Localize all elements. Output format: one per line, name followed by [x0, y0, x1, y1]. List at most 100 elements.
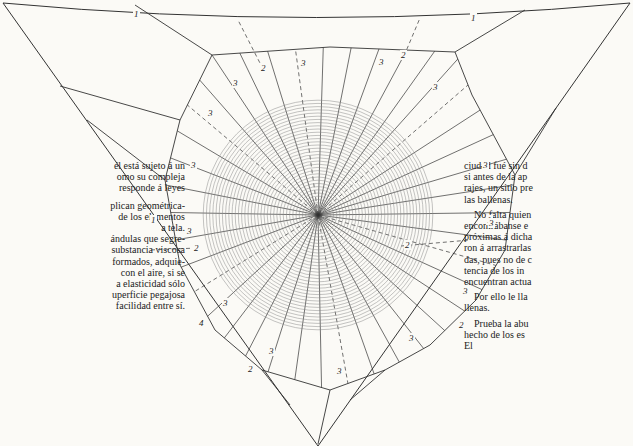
callout-number: 2 — [193, 243, 200, 253]
body-text-line: substancia viscosa — [111, 244, 185, 255]
callout-number: 3 — [190, 160, 197, 170]
callout-number: 1 — [470, 13, 477, 23]
spiral-ring — [206, 103, 429, 326]
callout-number: 3 — [336, 366, 343, 376]
spiral-ring — [293, 190, 343, 240]
spiral-ring — [274, 171, 363, 260]
body-text-line: próximas á dicha — [464, 231, 532, 242]
spiral-ring — [309, 206, 327, 224]
spiral-ring — [296, 193, 340, 237]
spiral-ring — [302, 199, 333, 230]
callout-number: 3 — [268, 346, 275, 356]
body-text-line: llenas. — [464, 302, 490, 313]
spiral-ring — [210, 107, 427, 324]
body-text-line: tencia de los in — [464, 265, 524, 276]
callout-number: 1 — [150, 215, 157, 225]
spiral-ring — [238, 135, 397, 294]
body-text-line: das, pues no de c — [464, 254, 532, 265]
spiral-ring — [248, 145, 388, 285]
radial-thread — [246, 215, 318, 356]
callout-number: 3 — [186, 226, 193, 236]
spiral-ring — [226, 123, 411, 308]
callout-number: 3 — [232, 78, 239, 88]
radial-thread — [171, 158, 318, 215]
radial-thread — [240, 53, 318, 215]
callout-number: 3 — [222, 298, 229, 308]
frame-thread — [3, 3, 630, 18]
body-text-line: rajes, un sitio pre — [464, 182, 533, 193]
radial-thread — [318, 215, 348, 383]
callout-number: 3 — [300, 58, 307, 68]
body-text-line: El — [464, 340, 473, 351]
body-text-line: Prueba la abu — [474, 318, 528, 329]
spiral-ring — [277, 174, 359, 256]
callout-number: 2 — [260, 63, 267, 73]
callout-number: 2 — [400, 50, 407, 60]
spiral-ring — [251, 148, 385, 282]
body-text-line: plican geométrica- — [110, 200, 185, 211]
anchor-thread — [262, 370, 290, 405]
radial-thread — [318, 215, 465, 311]
body-text-line: facilidad entre sí. — [116, 300, 185, 311]
spiral-ring — [242, 139, 395, 292]
radial-thread — [212, 55, 318, 215]
body-text-line: encuentran actua — [464, 276, 531, 287]
spiral-ring — [219, 116, 417, 314]
body-text-line: encontrábanse e — [464, 220, 528, 231]
spiral-ring — [229, 126, 407, 304]
callout-number: 3 — [207, 108, 214, 118]
spiral-ring — [235, 132, 401, 298]
inner-frame — [165, 47, 515, 390]
body-text-line: a tela. — [161, 222, 185, 233]
body-text-line: ciudad fué sin d — [464, 160, 528, 171]
callout-number: 2 — [458, 320, 465, 330]
body-text-line: con el aire, si se — [121, 267, 185, 278]
spiral-ring — [254, 151, 381, 278]
anchor-thread — [87, 120, 165, 180]
body-text-line: omo su compleja — [117, 171, 185, 182]
spiral-ring — [222, 119, 413, 310]
anchor-thread — [318, 390, 330, 444]
callout-number: 3 — [378, 57, 385, 67]
callout-number: 2 — [404, 240, 411, 250]
body-text-line: formados, adquie- — [112, 256, 185, 267]
callout-number: 3 — [482, 160, 489, 170]
radial-thread — [318, 49, 379, 215]
callout-number: 3 — [462, 286, 469, 296]
spiral-ring — [203, 100, 433, 330]
callout-number: 2 — [247, 364, 254, 374]
radial-thread — [318, 48, 351, 215]
radial-thread — [318, 215, 322, 388]
anchor-thread — [135, 5, 212, 55]
callout-number: 1 — [133, 9, 140, 19]
spiral-ring — [312, 209, 324, 221]
body-text-line: a elasticidad sólo — [116, 278, 185, 289]
body-text-line: las ballenas. — [464, 194, 513, 205]
spiral-ring — [264, 161, 372, 269]
radial-thread — [177, 131, 318, 215]
spiral-ring — [270, 167, 365, 262]
body-text-line: No falta quien — [474, 209, 531, 220]
callout-number: 4 — [198, 318, 205, 328]
body-text-line: ándulas que segre- — [111, 233, 185, 244]
body-text-line: responde á leyes — [119, 182, 185, 193]
spiral-ring — [213, 110, 423, 320]
body-text-line: si antes de la ap — [464, 171, 527, 182]
body-text-line: ron á arrastrarlas — [464, 242, 531, 253]
spiral-ring — [245, 142, 391, 288]
anchor-thread — [455, 10, 525, 52]
callout-number: 3 — [432, 82, 439, 92]
anchor-thread — [60, 86, 180, 120]
spiral-ring — [261, 158, 375, 272]
spiral-ring — [216, 113, 420, 317]
radial-thread — [176, 215, 318, 240]
spiral-ring — [299, 196, 337, 234]
spiral-ring — [306, 203, 331, 228]
anchor-thread — [350, 370, 385, 400]
callout-number: 3 — [408, 333, 415, 343]
spiral-ring — [283, 180, 353, 250]
body-text-line: uperficie pegajosa — [112, 289, 185, 300]
spiral-ring — [267, 164, 369, 266]
dashed-thread — [238, 20, 263, 69]
